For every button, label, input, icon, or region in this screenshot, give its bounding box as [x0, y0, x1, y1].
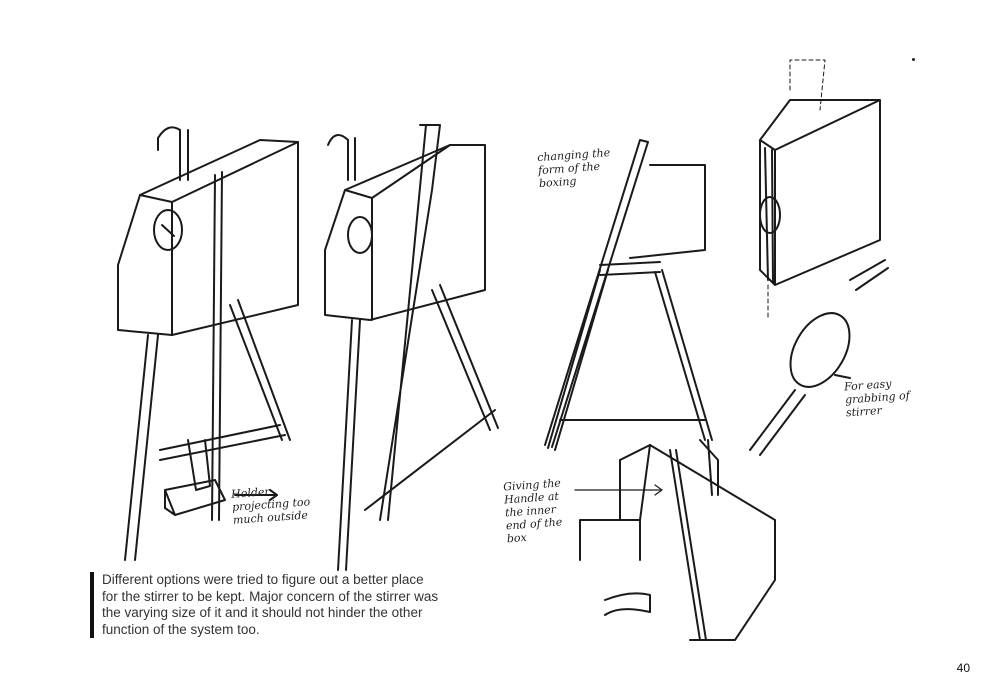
- note-holder: Holder projecting too much outside: [230, 485, 311, 527]
- page-number: 40: [956, 661, 970, 675]
- note-grabbing: For easy grabbing of stirrer: [843, 377, 911, 420]
- note-handle: Giving the Handle at the inner end of th…: [502, 476, 563, 546]
- stray-dot: [912, 58, 915, 61]
- note-form-change: changing the form of the boxing: [536, 146, 611, 191]
- sketch-2-box-with-side-stirrer: [324, 124, 499, 571]
- sketch-1-box-with-holder: [117, 126, 299, 561]
- caption-text: Different options were tried to figure o…: [90, 572, 442, 638]
- sketch-3-changed-boxing: [544, 139, 713, 451]
- sketch-4-slot-box: [749, 59, 889, 456]
- sketch-5-inner-handle: [574, 439, 776, 641]
